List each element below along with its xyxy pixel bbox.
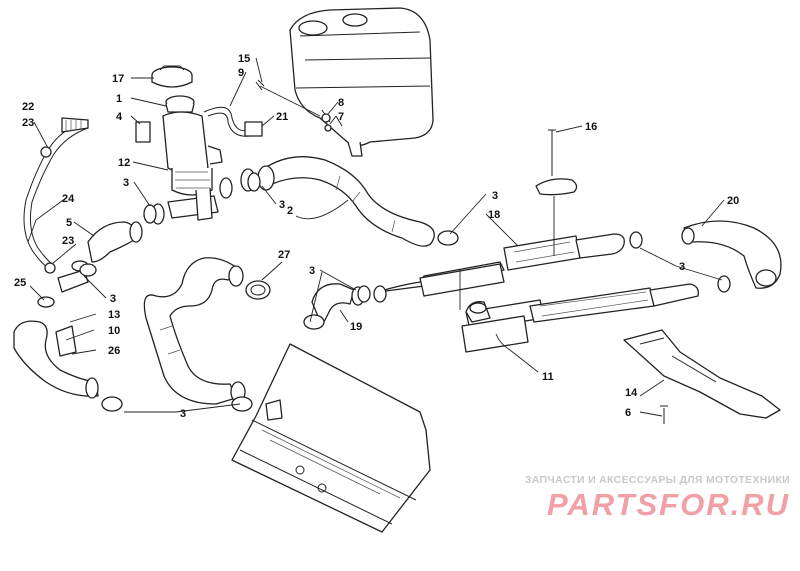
callout-17: 17 [112,73,124,85]
callout-9: 9 [238,67,244,79]
callout-19: 19 [350,321,362,333]
callout-3: 3 [492,190,498,202]
callout-4: 4 [116,111,123,123]
coolant-tank [289,7,434,157]
callout-7: 7 [338,111,344,123]
callout-2: 2 [287,205,293,217]
callout-16: 16 [585,121,597,133]
callout-14: 14 [625,387,638,399]
callout-21: 21 [276,111,288,123]
callout-25: 25 [14,277,26,289]
callout-10: 10 [108,325,120,337]
callout-27: 27 [278,249,290,261]
cooler-tube-upper [373,233,625,303]
watermark: ЗАПЧАСТИ И АКСЕССУАРЫ ДЛЯ МОТОТЕХНИКИ PA… [480,474,790,523]
callout-15: 15 [238,53,250,65]
heat-exchanger-plate [231,343,431,533]
callout-22: 22 [22,101,34,113]
callout-24: 24 [62,193,75,205]
watermark-brand-logo: PARTSFOR.RU [546,487,790,522]
callout-1: 1 [116,93,122,105]
watermark-tagline: ЗАПЧАСТИ И АКСЕССУАРЫ ДЛЯ МОТОТЕХНИКИ [524,474,790,486]
callout-20: 20 [727,195,739,207]
filler-neck-bottle [135,95,223,196]
outlet-elbow [461,301,529,353]
hose-clamps [79,172,731,412]
callout-3: 3 [679,261,685,273]
callout-3: 3 [180,408,186,420]
callout-labels: 1 2 3 3 3 3 3 3 3 4 5 6 7 8 9 10 11 12 1… [14,53,739,420]
callout-23: 23 [62,235,74,247]
hose-5 [87,221,143,263]
callout-3: 3 [110,293,116,305]
skid-plate-14 [623,329,781,424]
callout-23: 23 [22,117,34,129]
callout-26: 26 [108,345,120,357]
callout-3: 3 [309,265,315,277]
callout-13: 13 [108,309,120,321]
vent-hose [203,106,263,137]
hose-20 [681,220,782,289]
callout-18: 18 [488,209,500,221]
serpentine-hose [143,257,246,405]
callout-11: 11 [542,371,554,383]
tank-fittings [255,79,332,132]
small-fittings-left [37,260,89,357]
radiator-cap [151,65,193,88]
upper-coolant-hose [240,156,435,247]
t-fitting [151,177,233,225]
callout-12: 12 [118,157,130,169]
leader-lines [27,57,725,417]
callout-6: 6 [625,407,631,419]
clamp-27 [245,280,271,300]
lower-left-hose [13,320,99,399]
drain-hose [23,117,89,274]
callout-3: 3 [123,177,129,189]
callout-8: 8 [338,97,344,109]
callout-3: 3 [279,199,285,211]
bracket-16 [535,129,578,256]
callout-5: 5 [66,217,72,229]
